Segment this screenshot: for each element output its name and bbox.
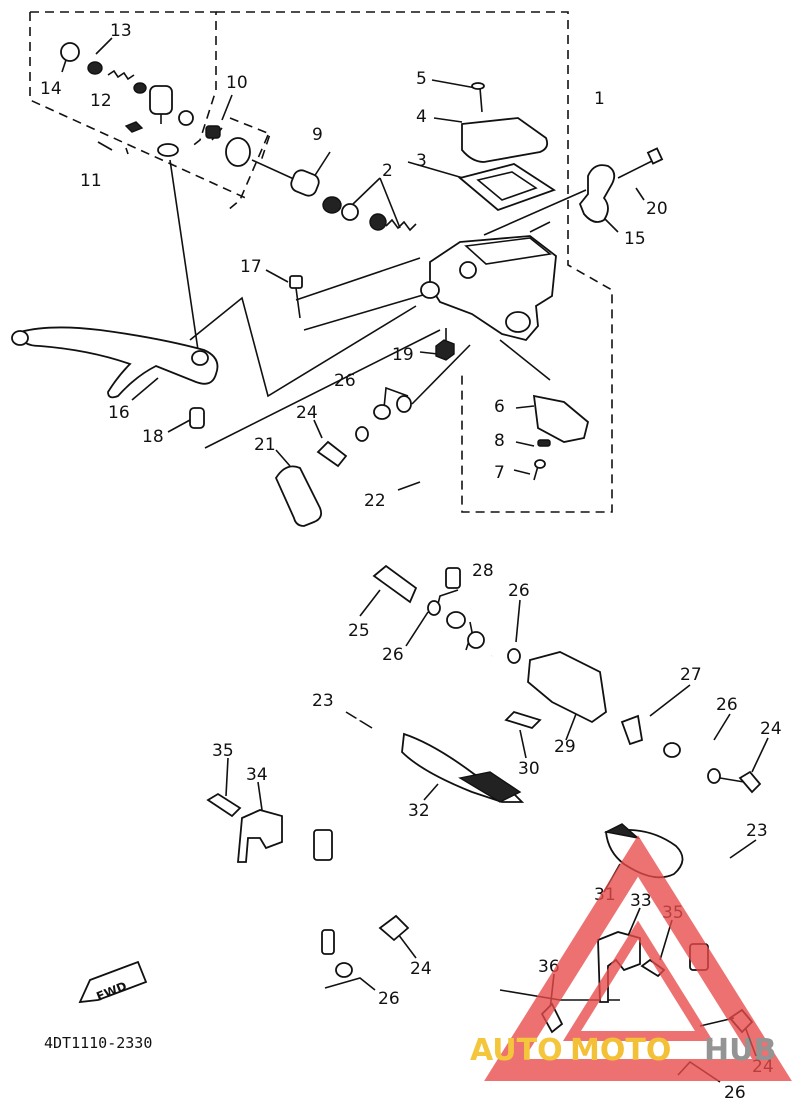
callout-7: 7 [494, 463, 505, 483]
callout-18: 18 [142, 427, 164, 447]
callout-35: 35 [212, 741, 234, 761]
drawing-code: 4DT1110-2330 [44, 1034, 152, 1052]
nut-part [435, 339, 455, 361]
callout-5: 5 [416, 69, 427, 89]
callout-34: 34 [246, 765, 268, 785]
callout-1: 1 [594, 89, 605, 109]
callout-9: 9 [312, 125, 323, 145]
callout-19: 19 [392, 345, 414, 365]
callout-17: 17 [240, 257, 262, 277]
callout-6: 6 [494, 397, 505, 417]
warning-triangle-inner [562, 920, 714, 1041]
callout-33: 33 [630, 891, 652, 911]
callout-29: 29 [554, 737, 576, 757]
holder-part [578, 164, 616, 223]
reservoir-cap-part [461, 117, 549, 163]
union-bolt-part [738, 770, 762, 794]
callout-11: 11 [80, 171, 102, 191]
callout-16: 16 [108, 403, 130, 423]
union-bolt-part [316, 440, 348, 468]
bolt-part [646, 147, 664, 165]
callout-22: 22 [364, 491, 386, 511]
brake-lever-part [19, 326, 219, 399]
part-callouts: 1 2 3 4 5 6 7 8 9 10 11 12 13 14 15 16 1… [40, 21, 782, 1103]
warning-triangle-logo [484, 835, 792, 1081]
piston-rod-part [290, 169, 320, 197]
callout-28: 28 [472, 561, 494, 581]
callout-24: 24 [760, 719, 782, 739]
assembly-boundary-11 [29, 11, 251, 201]
callout-26: 26 [382, 645, 404, 665]
brake-switch-part [532, 394, 590, 443]
parts [11, 42, 762, 1034]
bolt-part [504, 710, 542, 730]
callout-4: 4 [416, 107, 427, 127]
clip-part [124, 121, 144, 133]
watermark-text-hub: HUB [704, 1033, 776, 1068]
bracket-part [237, 809, 283, 863]
piston-spring-part [385, 218, 417, 232]
callout-30: 30 [518, 759, 540, 779]
three-way-joint-part [527, 651, 607, 724]
master-cylinder-body [429, 235, 557, 342]
bush-part [189, 407, 205, 429]
automotohub-watermark: AUTO MOTO HUB [470, 835, 792, 1081]
callout-32: 32 [408, 801, 430, 821]
union-bolt-part [378, 914, 410, 942]
copper-washer-part [507, 648, 521, 664]
callout-27: 27 [680, 665, 702, 685]
callout-12: 12 [90, 91, 112, 111]
callout-26: 26 [716, 695, 738, 715]
callout-26: 26 [334, 371, 356, 391]
clip-part [620, 714, 644, 746]
brake-hose-upper [380, 409, 453, 579]
copper-washer-part [396, 395, 412, 413]
callout-23-right: 23 [746, 821, 768, 841]
pivot-bolt-part [149, 85, 173, 115]
brake-hose-left [310, 654, 494, 937]
cap-part [60, 42, 80, 62]
boot-part [225, 137, 251, 167]
callout-26: 26 [508, 581, 530, 601]
callout-25: 25 [348, 621, 370, 641]
watermark-text-auto: AUTO [470, 1033, 563, 1068]
hose-joint-part [467, 631, 485, 649]
piston-cup-part [322, 196, 342, 214]
fwd-arrow [78, 960, 148, 1004]
callout-26: 26 [378, 989, 400, 1009]
nut-part [133, 82, 147, 94]
callout-8: 8 [494, 431, 505, 451]
callout-10: 10 [226, 73, 248, 93]
washer-part [157, 143, 179, 157]
callout-24: 24 [296, 403, 318, 423]
switch-part [205, 125, 221, 139]
bolt-part [289, 275, 303, 289]
callout-3: 3 [416, 151, 427, 171]
callout-2: 2 [382, 161, 393, 181]
callout-21: 21 [254, 435, 276, 455]
copper-washer-part [427, 600, 441, 616]
callout-26: 26 [724, 1083, 746, 1103]
diaphragm-part [458, 163, 557, 212]
union-bolt-part [372, 564, 418, 604]
assembly-boundary-1 [216, 11, 613, 513]
copper-washer-part [707, 768, 721, 784]
nut-part [87, 61, 103, 75]
screw-part [479, 87, 483, 113]
callout-23-left: 23 [312, 691, 334, 711]
callout-13: 13 [110, 21, 132, 41]
hose-boot-part [274, 465, 323, 527]
callout-20: 20 [646, 199, 668, 219]
copper-washer-part [355, 426, 369, 442]
callout-24: 24 [410, 959, 432, 979]
spring-part [107, 69, 135, 81]
watermark-text-moto: MOTO [570, 1033, 671, 1068]
callout-14: 14 [40, 79, 62, 99]
screw-part [206, 792, 242, 818]
leader-lines [61, 37, 769, 1083]
callout-15: 15 [624, 229, 646, 249]
